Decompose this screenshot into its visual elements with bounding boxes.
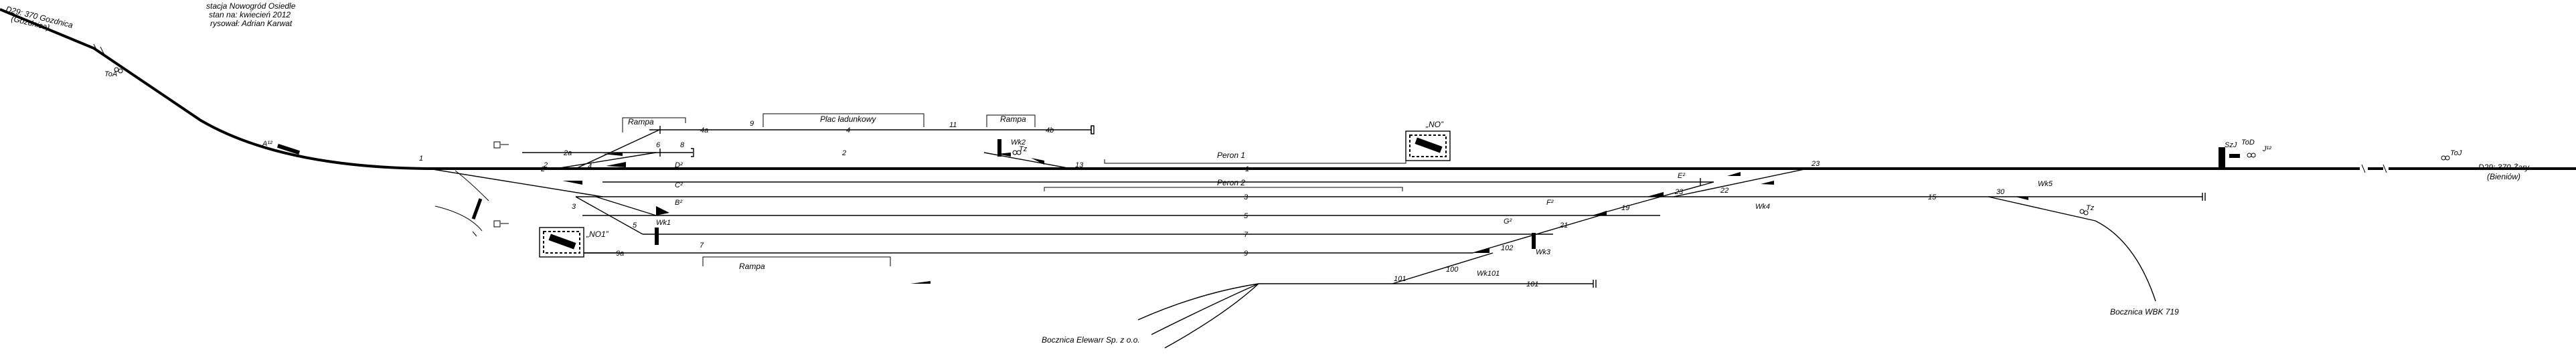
track-2-label: 2 (543, 161, 548, 169)
track-1-label: 1 (1245, 165, 1249, 173)
signal-ToA-label: ToA (104, 70, 117, 78)
platforms: Peron 1 Peron 2 (1044, 151, 1406, 191)
signal-D-label: D² (675, 161, 683, 169)
post-NO1-label: „NO1” (586, 230, 609, 239)
track-4b-label: 4b (1046, 126, 1054, 134)
track-9a-label: 9a (616, 250, 624, 258)
switch-23-label: 23 (1674, 188, 1684, 196)
switch-100-label: 100 (1446, 266, 1459, 274)
siding-wbk-label: Bocznica WBK 719 (2110, 307, 2179, 317)
switch-21-label: 21 (1559, 221, 1568, 230)
header-date: stan na: kwiecień 2012 (209, 10, 291, 19)
siding-elewarr-label: Bocznica Elewarr Sp. z o.o. (1042, 335, 1140, 345)
siding-labels: Bocznica Elewarr Sp. z o.o. Bocznica WBK… (1042, 307, 2179, 345)
signal-posts-west (276, 141, 509, 228)
main-line (0, 8, 2576, 173)
line-east-sub: (Bieniów) (2487, 172, 2520, 181)
platform-2-label: Peron 2 (1217, 178, 1245, 187)
signal-ToJ-label: ToJ (2450, 149, 2462, 157)
header-title: stacja Nowogród Osiedle (206, 1, 296, 11)
switch-3-label: 3 (572, 203, 576, 211)
track-2b-label: 2 (841, 149, 846, 157)
switch-22-label: 22 (1720, 187, 1728, 195)
switch-1-label: 1 (419, 155, 423, 163)
switch-9-label: 9 (750, 120, 754, 128)
switch-4a-label: 4a (700, 126, 708, 134)
switch-30-label: 30 (1996, 188, 2005, 196)
switch-5-label: 5 (633, 221, 637, 230)
header: stacja Nowogród Osiedle stan na: kwiecie… (206, 1, 296, 28)
track-labels: 2a 2 2 4 4b 1 3 5 7 9 9a 15 101 (543, 126, 1937, 288)
switches (562, 153, 2028, 284)
post-NO1: „NO1” (539, 227, 609, 258)
wk1-label: Wk1 (656, 219, 671, 227)
rampa-c-label: Rampa (739, 262, 765, 271)
signal-B-label: B² (675, 199, 682, 207)
signal-ToD-label: ToD (2241, 139, 2255, 147)
post-NO: „NO” (1405, 120, 1451, 161)
track-9-label: 9 (1244, 250, 1248, 258)
loading-areas: Rampa Plac ładunkowy Rampa Rampa (622, 113, 1036, 271)
platform-1-label: Peron 1 (1217, 151, 1245, 160)
signal-A-label: A¹² (262, 140, 272, 148)
wk3-label: Wk3 (1536, 248, 1551, 256)
signal-G-label: G² (1504, 217, 1512, 226)
switch-8-label: 8 (680, 141, 685, 149)
switch-23b-label: 23 (1811, 160, 1820, 168)
signal-Tz-label: Tz (1019, 145, 1028, 153)
rampa-b-label: Rampa (1000, 114, 1026, 124)
switch-7-label: 7 (700, 242, 704, 250)
track-101-label: 101 (1526, 280, 1538, 288)
buffer-stops (659, 125, 2206, 288)
track-15-label: 15 (1928, 193, 1937, 201)
signal-Tz2-label: Tz (2086, 204, 2095, 212)
switch-19-label: 19 (1621, 204, 1629, 212)
track-2a-label: 2a (563, 149, 572, 157)
rampa-a-label: Rampa (628, 117, 654, 126)
switch-4-label: 4 (588, 163, 592, 171)
signals: A¹² B² C² D² E² F² G² ToA SzJ ToD J¹² To… (104, 67, 2462, 226)
track-3-label: 3 (1244, 193, 1249, 201)
post-NO-label: „NO” (1425, 120, 1444, 129)
signal-SzJ-label: SzJ (2225, 141, 2237, 149)
signal-E-label: E² (1678, 172, 1685, 180)
switch-101-label: 101 (1394, 275, 1406, 283)
wk5-label: Wk5 (2038, 180, 2053, 188)
wk2-label: Wk2 (1011, 139, 1026, 147)
station-tracks (428, 126, 2203, 349)
switch-locks: Wk1 Wk2 Wk3 Wk4 Wk5 Wk101 (655, 139, 2053, 278)
signal-J-label: J¹² (2262, 145, 2271, 153)
switch-labels: 1 2 3 4 5 6 7 8 9 4a 11 13 19 21 22 23 2… (419, 120, 2005, 283)
track-4-label: 4 (846, 126, 850, 134)
line-east: D29: 370 Żary (Bieniów) (2478, 163, 2530, 181)
wk101-label: Wk101 (1477, 270, 1500, 278)
signal-F-label: F² (1546, 199, 1554, 207)
signal-C-label: C² (675, 181, 683, 189)
plac-label: Plac ładunkowy (820, 114, 876, 124)
switch-102-label: 102 (1501, 244, 1513, 252)
line-west: D29: 370 Gozdnica (Gozdnica) (5, 4, 74, 32)
track-7-label: 7 (1244, 231, 1249, 239)
track-5-label: 5 (1244, 212, 1249, 220)
switch-2-label: 2 (540, 165, 545, 173)
wk4-label: Wk4 (1755, 203, 1770, 211)
switch-13-label: 13 (1075, 161, 1084, 169)
switch-6-label: 6 (656, 141, 661, 149)
switch-11-label: 11 (949, 121, 957, 129)
header-author: rysował: Adrian Karwat (210, 19, 293, 28)
